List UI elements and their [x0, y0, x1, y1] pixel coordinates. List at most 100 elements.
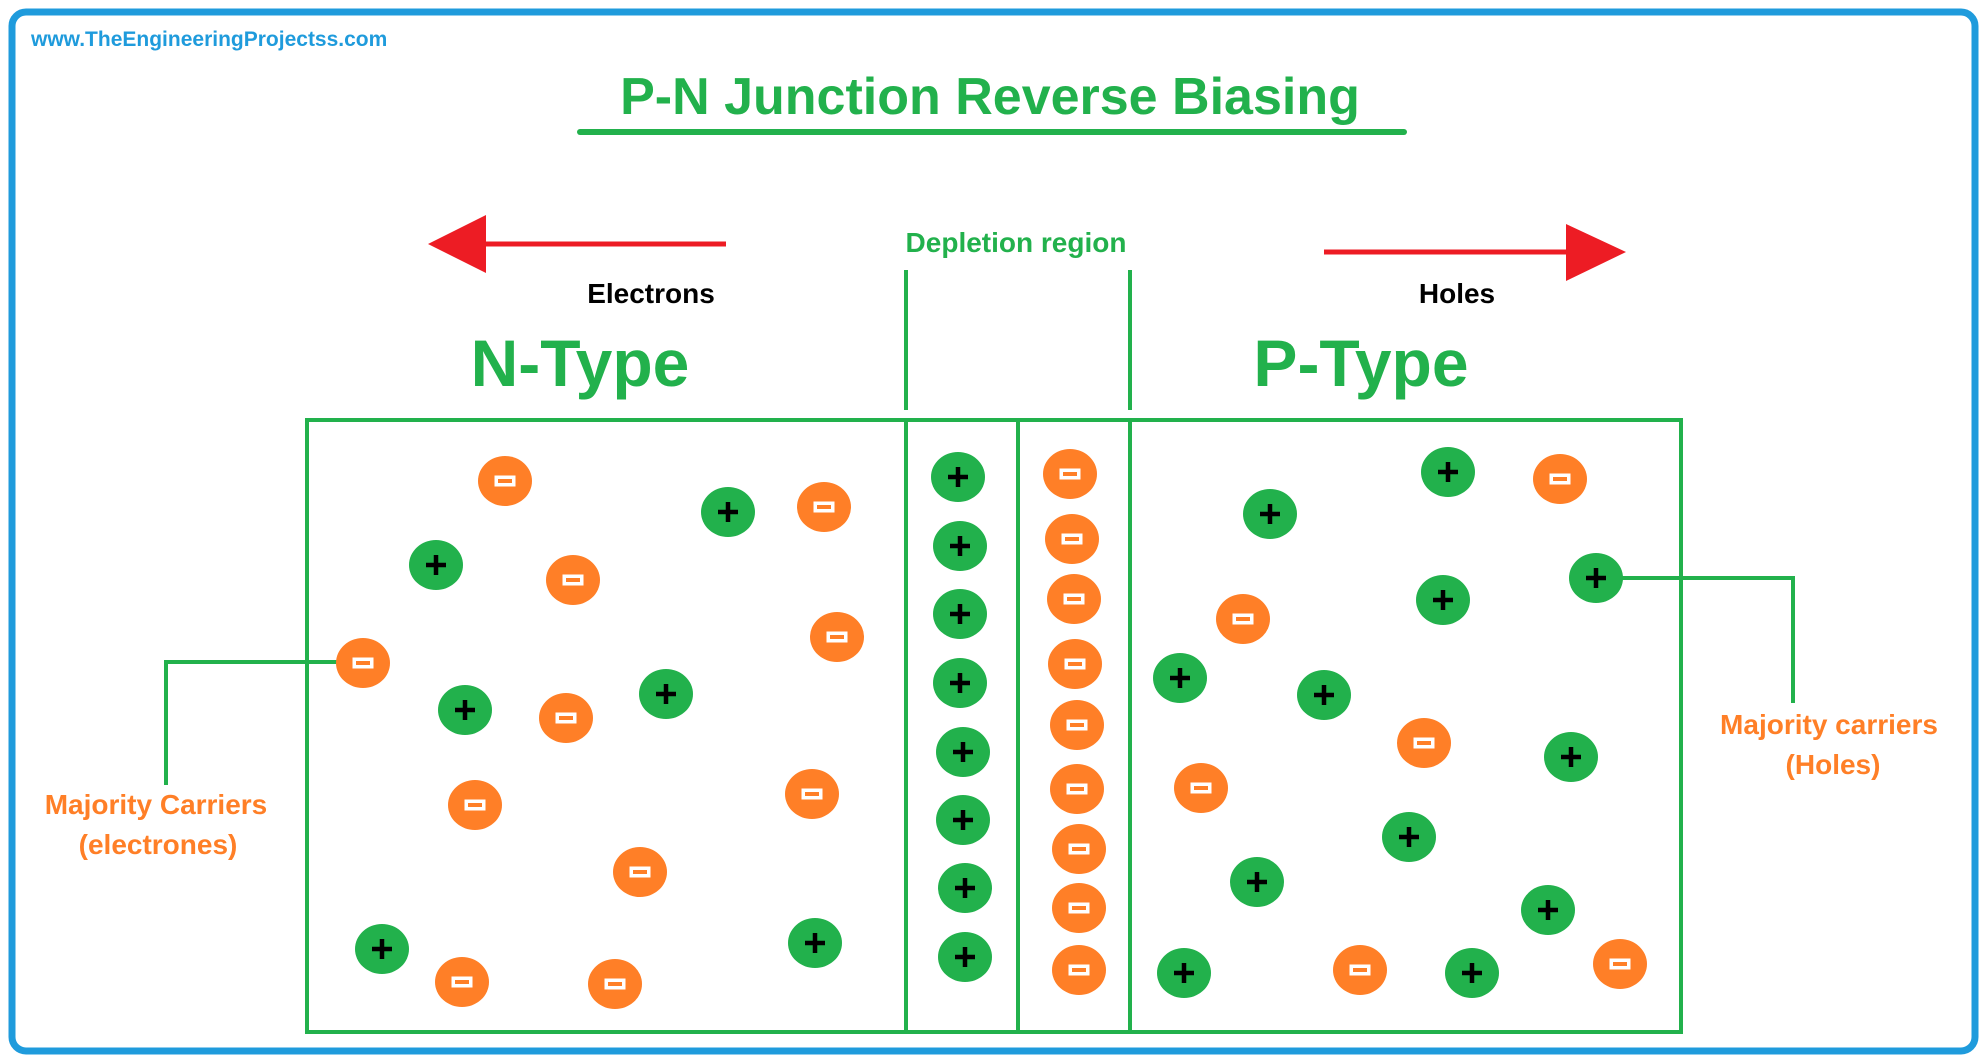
- negative-charge: [785, 769, 839, 819]
- positive-charge: [1243, 489, 1297, 539]
- electrons-arrow-head: [428, 215, 486, 273]
- minus-icon-core: [1072, 968, 1086, 972]
- plus-icon: [656, 684, 676, 704]
- positive-charge: [1157, 948, 1211, 998]
- positive-charge: [1382, 812, 1436, 862]
- negative-charge: [588, 959, 642, 1009]
- negative-charge: [1050, 764, 1104, 814]
- minus-icon-core: [498, 479, 512, 483]
- plus-icon: [805, 933, 825, 953]
- electrons-label: Electrons: [587, 278, 715, 309]
- minus-icon-core: [633, 870, 647, 874]
- positive-charge: [931, 452, 985, 502]
- negative-charge: [1533, 454, 1587, 504]
- negative-charge: [810, 612, 864, 662]
- depletion-region-label: Depletion region: [906, 227, 1127, 258]
- plus-icon: [955, 947, 975, 967]
- positive-charge: [1297, 670, 1351, 720]
- negative-charge: [1216, 594, 1270, 644]
- positive-charge: [936, 727, 990, 777]
- holes-label: Holes: [1419, 278, 1495, 309]
- plus-icon: [426, 555, 446, 575]
- negative-charge: [478, 456, 532, 506]
- plus-icon: [455, 700, 475, 720]
- minus-icon-core: [1063, 472, 1077, 476]
- positive-charge: [788, 918, 842, 968]
- negative-charge: [1043, 449, 1097, 499]
- positive-charge: [438, 685, 492, 735]
- negative-charge: [1397, 718, 1451, 768]
- positive-charge: [1569, 553, 1623, 603]
- negative-charge: [448, 780, 502, 830]
- positive-charge: [1445, 948, 1499, 998]
- n-type-label: N-Type: [471, 326, 690, 400]
- plus-icon: [1561, 747, 1581, 767]
- negative-charge: [336, 638, 390, 688]
- plus-icon: [1538, 900, 1558, 920]
- negative-charge: [797, 482, 851, 532]
- minus-icon-core: [608, 982, 622, 986]
- minus-icon-core: [1417, 741, 1431, 745]
- minus-icon-core: [356, 661, 370, 665]
- negative-charge: [1052, 824, 1106, 874]
- majority-carriers-right-line1: Majority carriers: [1720, 709, 1938, 740]
- negative-charge: [539, 693, 593, 743]
- majority-carriers-left-line1: Majority Carriers: [45, 789, 268, 820]
- minus-icon-core: [1070, 723, 1084, 727]
- plus-icon: [1462, 963, 1482, 983]
- minus-icon-core: [805, 792, 819, 796]
- minus-icon-core: [1065, 537, 1079, 541]
- plus-icon: [1314, 685, 1334, 705]
- minus-icon-core: [1072, 906, 1086, 910]
- minus-icon-core: [1613, 962, 1627, 966]
- website-link[interactable]: www.TheEngineeringProjectss.com: [30, 28, 387, 51]
- plus-icon: [955, 878, 975, 898]
- positive-charge: [1153, 653, 1207, 703]
- negative-charge: [546, 555, 600, 605]
- majority-carriers-left-connector: [164, 660, 338, 785]
- positive-charge: [1521, 885, 1575, 935]
- semiconductor-block: [305, 418, 1683, 1034]
- plus-icon: [953, 742, 973, 762]
- plus-icon: [950, 673, 970, 693]
- p-type-label: P-Type: [1253, 326, 1468, 400]
- charge-particles: [336, 447, 1647, 1009]
- positive-charge: [701, 487, 755, 537]
- plus-icon: [1586, 568, 1606, 588]
- minus-icon-core: [566, 578, 580, 582]
- negative-charge: [1047, 574, 1101, 624]
- negative-charge: [435, 957, 489, 1007]
- minus-icon-core: [1236, 617, 1250, 621]
- positive-charge: [355, 924, 409, 974]
- positive-charge: [938, 863, 992, 913]
- plus-icon: [1260, 504, 1280, 524]
- negative-charge: [1045, 514, 1099, 564]
- negative-charge: [1333, 945, 1387, 995]
- minus-icon-core: [455, 980, 469, 984]
- majority-carriers-right-line2: (Holes): [1786, 749, 1881, 780]
- plus-icon: [1174, 963, 1194, 983]
- positive-charge: [1230, 857, 1284, 907]
- negative-charge: [1052, 945, 1106, 995]
- minus-icon-core: [1070, 787, 1084, 791]
- plus-icon: [950, 536, 970, 556]
- positive-charge: [936, 795, 990, 845]
- minus-icon-core: [1553, 477, 1567, 481]
- positive-charge: [1544, 732, 1598, 782]
- negative-charge: [1048, 639, 1102, 689]
- negative-charge: [1050, 700, 1104, 750]
- plus-icon: [953, 810, 973, 830]
- minus-icon-core: [559, 716, 573, 720]
- minus-icon-core: [1068, 662, 1082, 666]
- plus-icon: [372, 939, 392, 959]
- positive-charge: [938, 932, 992, 982]
- majority-carriers-right-connector: [1595, 576, 1795, 703]
- positive-charge: [1421, 447, 1475, 497]
- minus-icon-core: [1194, 786, 1208, 790]
- holes-arrow: [1324, 224, 1626, 281]
- minus-icon-core: [817, 505, 831, 509]
- minus-icon-core: [1072, 847, 1086, 851]
- plus-icon: [1399, 827, 1419, 847]
- minus-icon-core: [830, 635, 844, 639]
